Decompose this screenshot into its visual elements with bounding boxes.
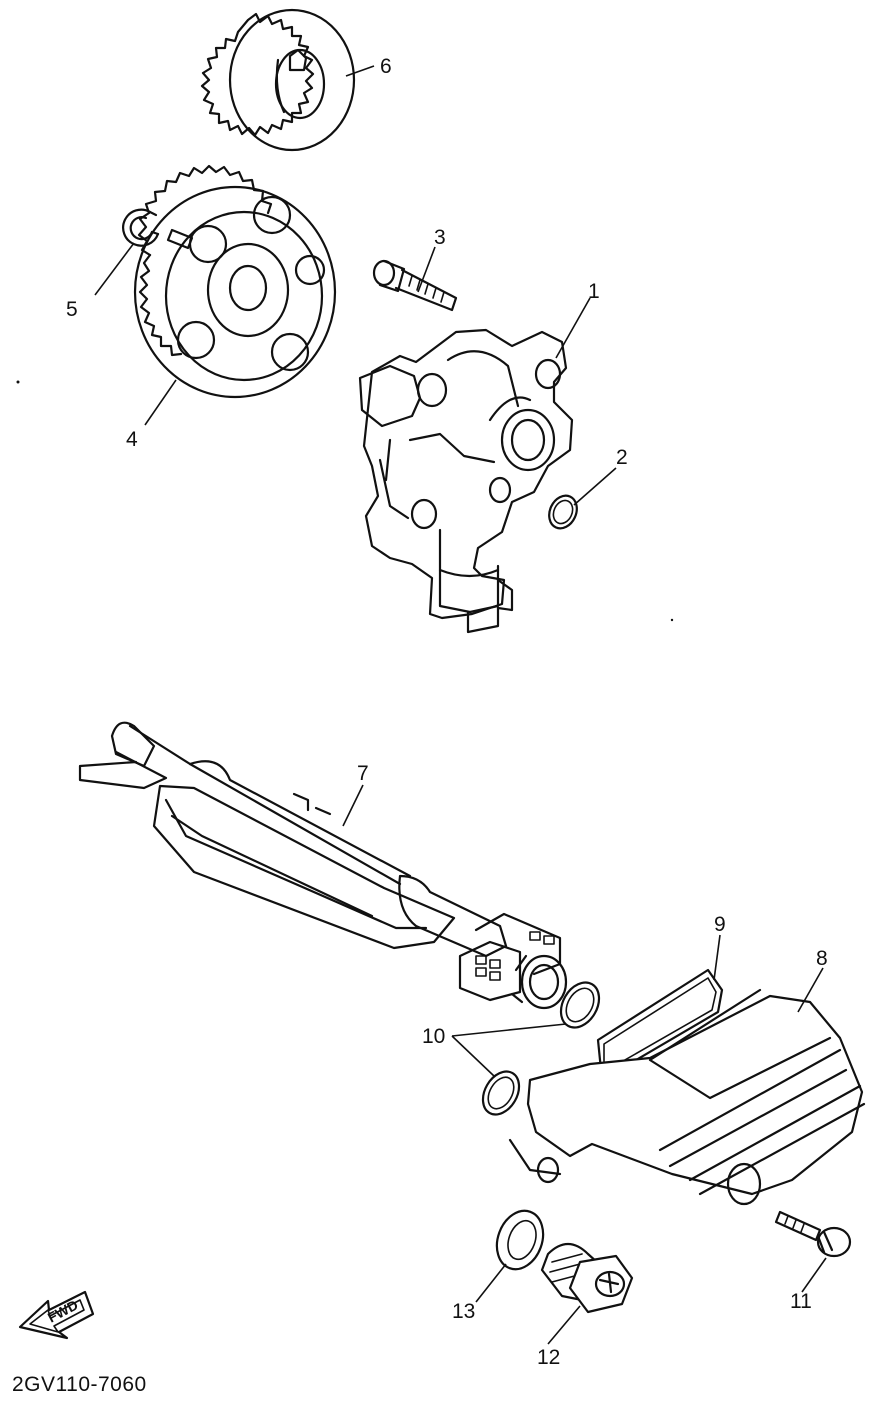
drawing-code: 2GV110-7060 <box>12 1373 147 1396</box>
scan-dot <box>16 380 20 384</box>
oil-pump-assembly-part <box>360 330 572 632</box>
callout-1: 1 <box>588 280 600 303</box>
callout-8: 8 <box>816 947 828 970</box>
pump-driven-gear-part <box>202 10 354 150</box>
callout-5: 5 <box>66 298 78 321</box>
fwd-arrow: FWD <box>20 1292 93 1338</box>
strainer-cover-part <box>510 990 864 1204</box>
callout-4: 4 <box>126 428 138 451</box>
callout-2: 2 <box>616 446 628 469</box>
callout-9: 9 <box>714 913 726 936</box>
callout-numbers: 6 5 4 3 1 2 7 9 8 10 11 13 12 <box>66 55 828 1369</box>
pump-bolt-part <box>374 261 456 310</box>
callout-6: 6 <box>380 55 392 78</box>
callout-leaders <box>95 66 826 1344</box>
callout-7: 7 <box>357 762 369 785</box>
oil-strainer-part <box>80 723 566 1008</box>
circlip-part <box>123 210 158 246</box>
callout-10: 10 <box>422 1025 445 1048</box>
o-ring-pump-part <box>544 491 582 533</box>
callout-13: 13 <box>452 1300 475 1323</box>
callout-3: 3 <box>434 226 446 249</box>
callout-11: 11 <box>790 1290 812 1313</box>
o-rings-strainer-part <box>476 976 607 1121</box>
pump-drive-gear-part <box>135 166 335 397</box>
callout-12: 12 <box>537 1346 560 1369</box>
drain-plug-part <box>542 1244 632 1312</box>
cover-screw-part <box>776 1212 850 1256</box>
drain-plug-gasket-part <box>489 1204 551 1275</box>
scan-dot <box>670 618 674 622</box>
